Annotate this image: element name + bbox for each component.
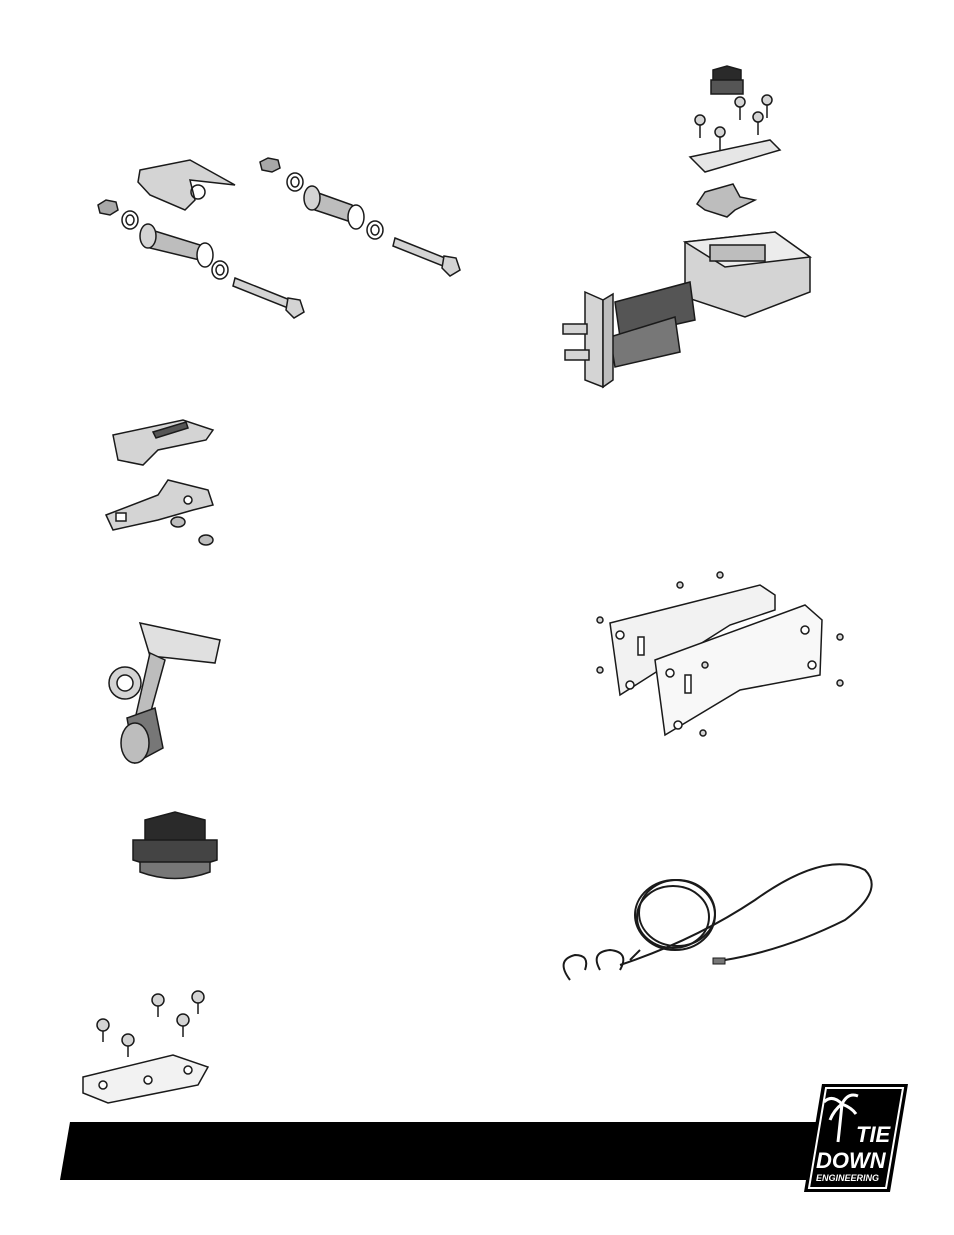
gasket-and-screws-icon [78, 985, 218, 1105]
mounting-plates-icon [590, 565, 850, 745]
filler-cap-icon [125, 810, 225, 890]
logo-line3: ENGINEERING [816, 1173, 879, 1183]
lever-arm-icon [105, 618, 235, 768]
tie-down-logo: TIE DOWN ENGINEERING [804, 1084, 908, 1192]
logo-line2: DOWN [816, 1148, 887, 1173]
footer-bar [60, 1122, 820, 1180]
breakaway-cable-icon [545, 840, 885, 1000]
logo-line1: TIE [856, 1122, 892, 1147]
lockout-and-bracket-icon [98, 410, 228, 555]
master-cylinder-assembly-icon [555, 62, 815, 397]
pin-bushing-kit-icon [90, 150, 470, 330]
